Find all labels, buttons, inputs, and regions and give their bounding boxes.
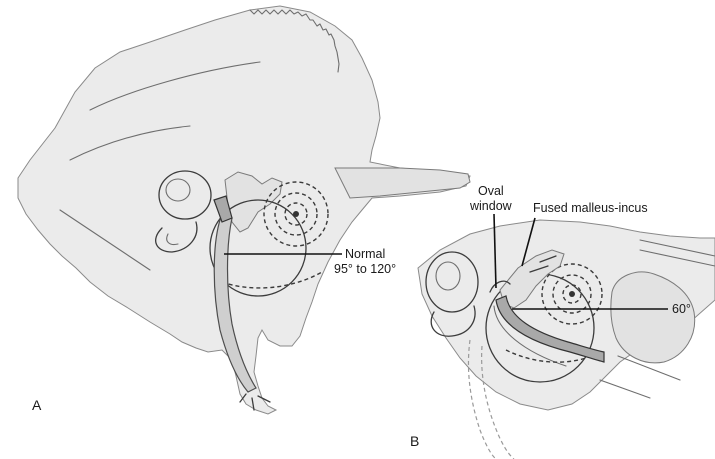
panel-a-drawing — [18, 6, 470, 414]
annotation-fused-malleus-incus: Fused malleus-incus — [533, 201, 648, 215]
panel-label-a: A — [32, 397, 42, 413]
annotation-normal-line2: 95° to 120° — [334, 262, 396, 276]
panel-b-drawing — [418, 220, 715, 459]
panel-a-zygomatic-process — [335, 168, 470, 198]
panel-label-b: B — [410, 433, 419, 449]
annotation-oval-line1: Oval — [478, 184, 504, 198]
annotation-normal-line1: Normal — [345, 247, 385, 261]
annotation-oval-line2: window — [469, 199, 513, 213]
annotation-60-degrees: 60° — [672, 302, 691, 316]
